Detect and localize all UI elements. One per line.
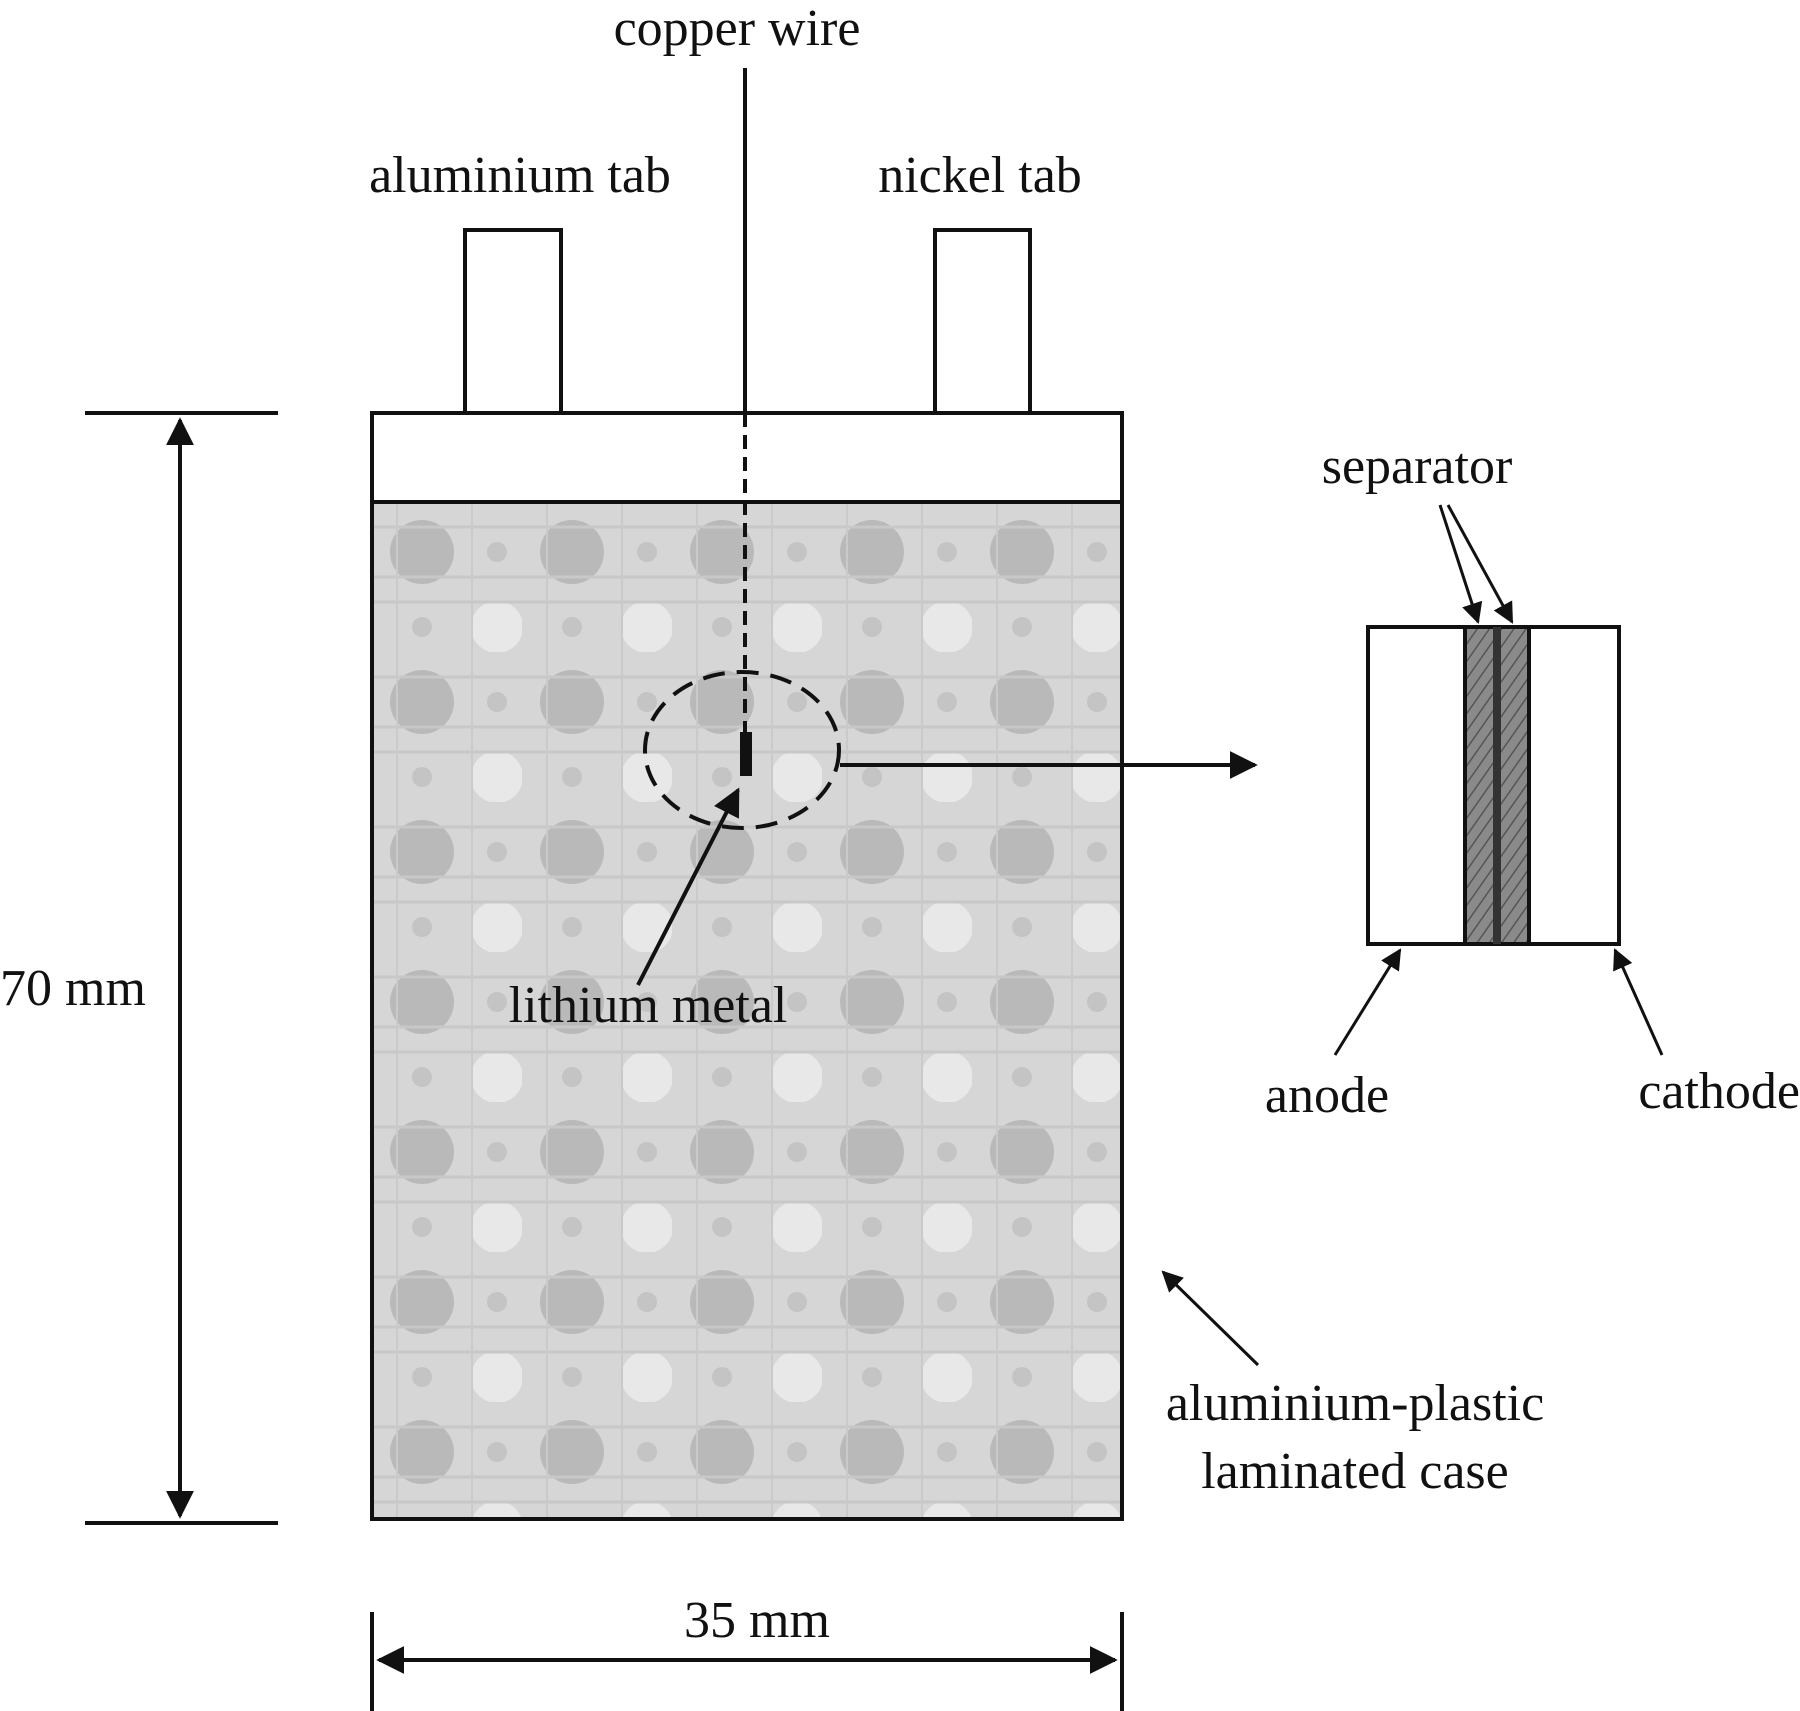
- case-label-line1: aluminium-plastic: [1166, 1375, 1544, 1432]
- copper-wire-label: copper wire: [614, 0, 861, 57]
- cathode-label: cathode: [1638, 1063, 1800, 1120]
- zoom-circle: [643, 670, 841, 830]
- width-dimension-label: 35 mm: [684, 1592, 830, 1649]
- lithium-metal-label: lithium metal: [509, 977, 788, 1034]
- lithium-core: [1493, 627, 1501, 944]
- anode-layer: [1366, 625, 1467, 946]
- separator-arrow-2: [1446, 504, 1514, 624]
- aluminium-tab-label: aluminium tab: [369, 147, 671, 204]
- height-dimension-label: 70 mm: [0, 960, 146, 1017]
- anode-arrow: [1333, 948, 1402, 1056]
- separator-label: separator: [1322, 438, 1513, 495]
- case-label-line2: laminated case: [1201, 1443, 1509, 1500]
- anode-label: anode: [1265, 1067, 1389, 1124]
- separator-right: [1495, 625, 1531, 946]
- separator-arrow-1: [1438, 504, 1483, 624]
- lithium-metal-arrow: [636, 787, 740, 986]
- nickel-tab-label: nickel tab: [878, 147, 1082, 204]
- cathode-layer: [1527, 625, 1621, 946]
- aluminium-tab: [463, 228, 563, 415]
- cathode-arrow: [1613, 948, 1664, 1056]
- lithium-metal-piece: [740, 732, 752, 776]
- case-arrow: [1161, 1270, 1260, 1367]
- nickel-tab: [933, 228, 1032, 415]
- separator-left: [1463, 625, 1499, 946]
